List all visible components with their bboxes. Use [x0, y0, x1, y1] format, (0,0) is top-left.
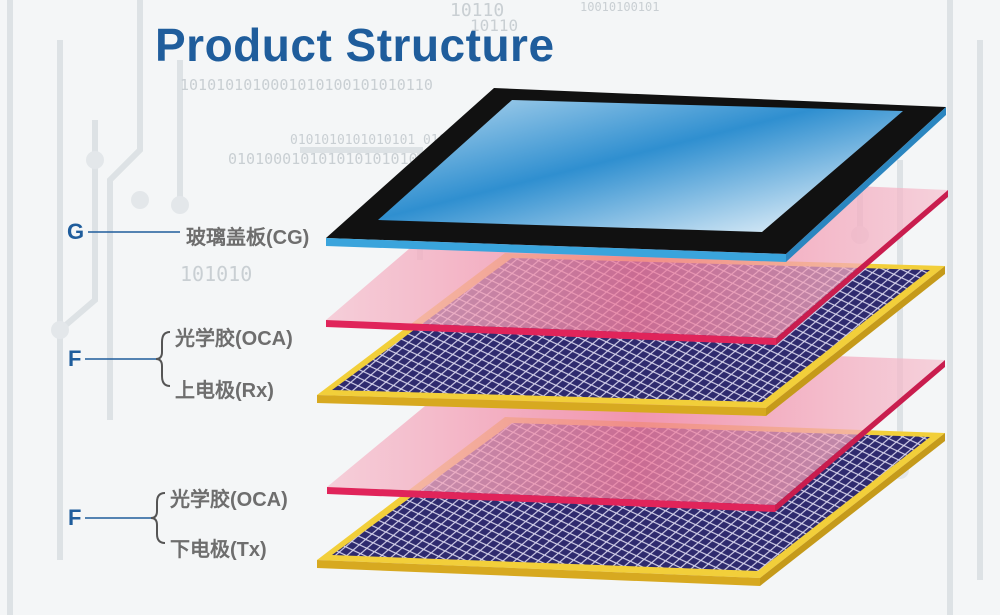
layer-letter-g: G: [67, 219, 85, 244]
binary-text: 1010101010001010100101010110: [180, 76, 433, 94]
label-oca-lower: 光学胶(OCA): [170, 489, 288, 511]
binary-text: 01010001010101010101010: [228, 150, 436, 168]
label-oca-upper: 光学胶(OCA): [175, 328, 293, 350]
brace-f2: [150, 492, 166, 544]
binary-text: 10110: [450, 0, 505, 21]
layer-letter-f-upper: F: [68, 346, 82, 371]
label-cover-glass: 玻璃盖板(CG): [186, 227, 310, 249]
binary-text: 10010100101: [580, 0, 660, 14]
cover-glass-layer: [326, 88, 946, 262]
binary-text: 101010: [180, 262, 253, 286]
binary-text: 10110: [470, 16, 519, 35]
layer-letter-f-lower: F: [68, 505, 82, 530]
page-title: Product Structure: [155, 19, 555, 71]
label-electrode-rx: 上电极(Rx): [175, 380, 274, 402]
brace-f1: [155, 331, 171, 387]
label-electrode-tx: 下电极(Tx): [170, 539, 267, 561]
